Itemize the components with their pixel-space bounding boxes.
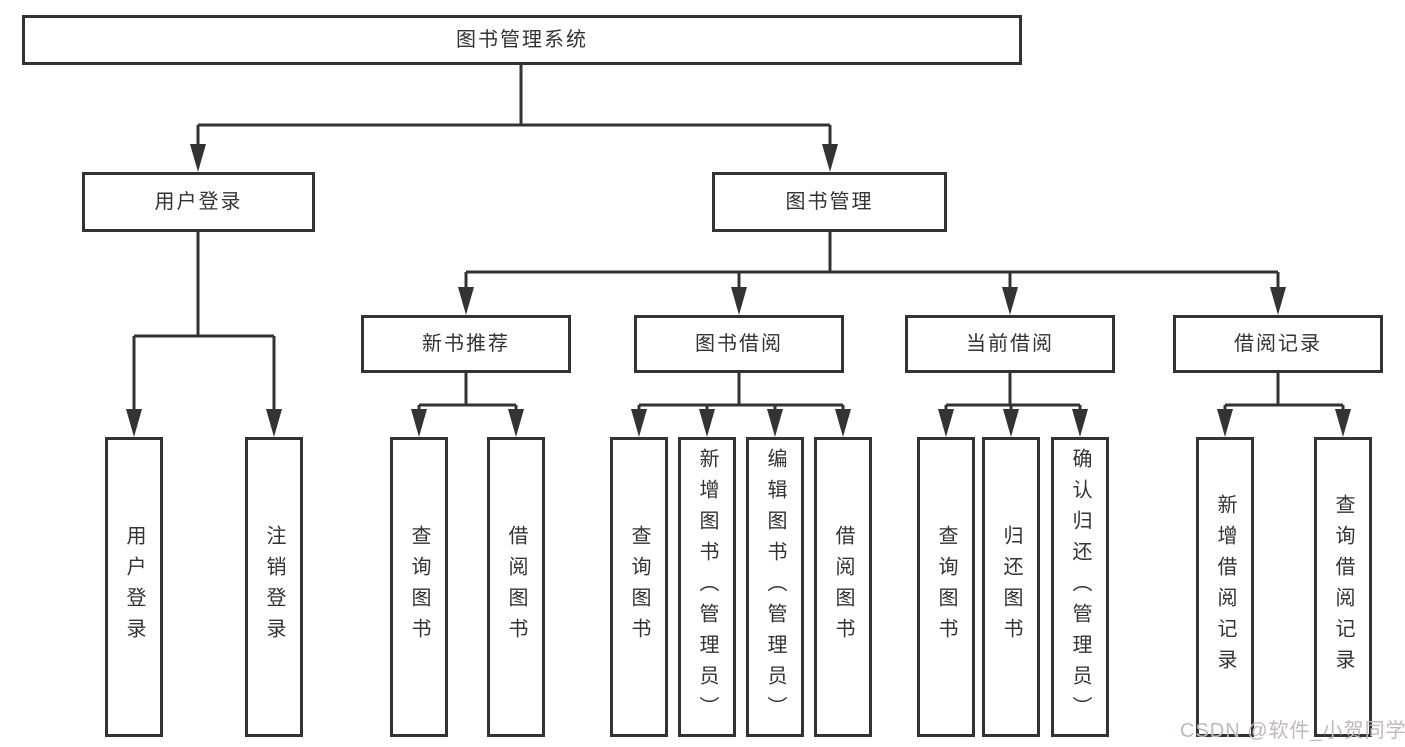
node-label: 借阅图书 — [505, 525, 527, 649]
node-user-login: 用户登录 — [82, 172, 315, 232]
leaf-query-books-current: 查询图书 — [917, 437, 975, 737]
arrowheads-leaves — [126, 409, 1351, 437]
leaf-borrow-books-recommend: 借阅图书 — [487, 437, 545, 737]
leaf-user-login: 用户登录 — [105, 437, 163, 737]
node-label: 借阅图书 — [832, 525, 854, 649]
leaf-borrow-books: 借阅图书 — [814, 437, 872, 737]
node-new-book-recommendation: 新书推荐 — [361, 315, 571, 373]
leaf-add-books-admin: 新增图书（管理员） — [678, 437, 736, 737]
node-label: 查询图书 — [408, 525, 430, 649]
leaf-add-borrow-record: 新增借阅记录 — [1196, 437, 1254, 737]
node-label: 注销登录 — [263, 525, 285, 649]
leaf-query-borrow-record: 查询借阅记录 — [1314, 437, 1372, 737]
node-label: 查询图书 — [935, 525, 957, 649]
node-label: 归还图书 — [1000, 525, 1022, 649]
node-label: 当前借阅 — [966, 333, 1054, 355]
leaf-return-books: 归还图书 — [982, 437, 1040, 737]
leaf-confirm-return-admin: 确认归还（管理员） — [1051, 437, 1109, 737]
node-library-management-system: 图书管理系统 — [22, 15, 1022, 65]
node-label: 用户登录 — [123, 525, 145, 649]
leaf-query-books-recommend: 查询图书 — [390, 437, 448, 737]
node-label: 编辑图书（管理员） — [764, 447, 786, 727]
node-current-borrowing: 当前借阅 — [905, 315, 1115, 373]
node-label: 图书借阅 — [695, 333, 783, 355]
leaf-query-books-borrowing: 查询图书 — [610, 437, 668, 737]
node-label: 确认归还（管理员） — [1069, 447, 1091, 727]
node-label: 图书管理系统 — [456, 29, 588, 51]
leaf-logout: 注销登录 — [245, 437, 303, 737]
node-label: 图书管理 — [785, 191, 874, 213]
csdn-watermark: CSDN @软件_小贺同学 — [1180, 720, 1405, 742]
node-book-management: 图书管理 — [712, 172, 947, 232]
leaf-edit-books-admin: 编辑图书（管理员） — [746, 437, 804, 737]
node-label: 查询借阅记录 — [1332, 494, 1354, 680]
node-label: 新增图书（管理员） — [696, 447, 718, 727]
node-label: 查询图书 — [628, 525, 650, 649]
node-label: 新增借阅记录 — [1214, 494, 1236, 680]
node-label: 用户登录 — [154, 191, 243, 213]
node-borrowing-records: 借阅记录 — [1173, 315, 1383, 373]
arrowheads-level2 — [458, 287, 1286, 315]
node-book-borrowing: 图书借阅 — [634, 315, 844, 373]
node-label: 借阅记录 — [1234, 333, 1322, 355]
arrowheads-level1 — [190, 144, 838, 172]
node-label: 新书推荐 — [422, 333, 510, 355]
